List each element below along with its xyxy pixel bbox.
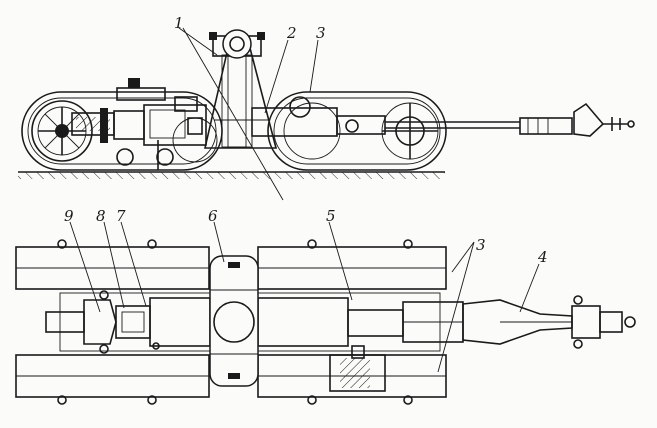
main-frame [59,292,464,352]
track-top-left [15,246,210,290]
callout-9: 9 [64,207,74,225]
callout-3-bottom: 3 [476,236,486,254]
track-bottom-left [15,354,210,398]
central-saddle [209,255,259,387]
side-leaders [178,27,319,201]
drawbar-plan [462,295,636,349]
side-view [18,27,635,201]
drawbar [251,102,635,137]
callout-5: 5 [326,207,336,225]
track-top-right [257,246,447,290]
mounting-bolts [57,239,413,405]
plan-view [15,221,636,405]
callout-7: 7 [116,207,126,225]
callout-3-top: 3 [316,24,326,42]
callout-2: 2 [286,24,297,42]
callout-6: 6 [208,207,218,225]
ground-line [18,171,445,179]
callout-4: 4 [537,248,548,266]
left-track [21,91,223,171]
callout-8: 8 [96,207,106,225]
left-coupling [45,290,160,354]
plan-leaders [69,221,540,373]
right-idler-wheel [382,103,438,159]
bearing-housing [209,29,265,59]
gear-box [329,345,386,392]
right-track [267,91,447,171]
callout-1: 1 [174,14,184,32]
left-mechanism [71,78,207,170]
